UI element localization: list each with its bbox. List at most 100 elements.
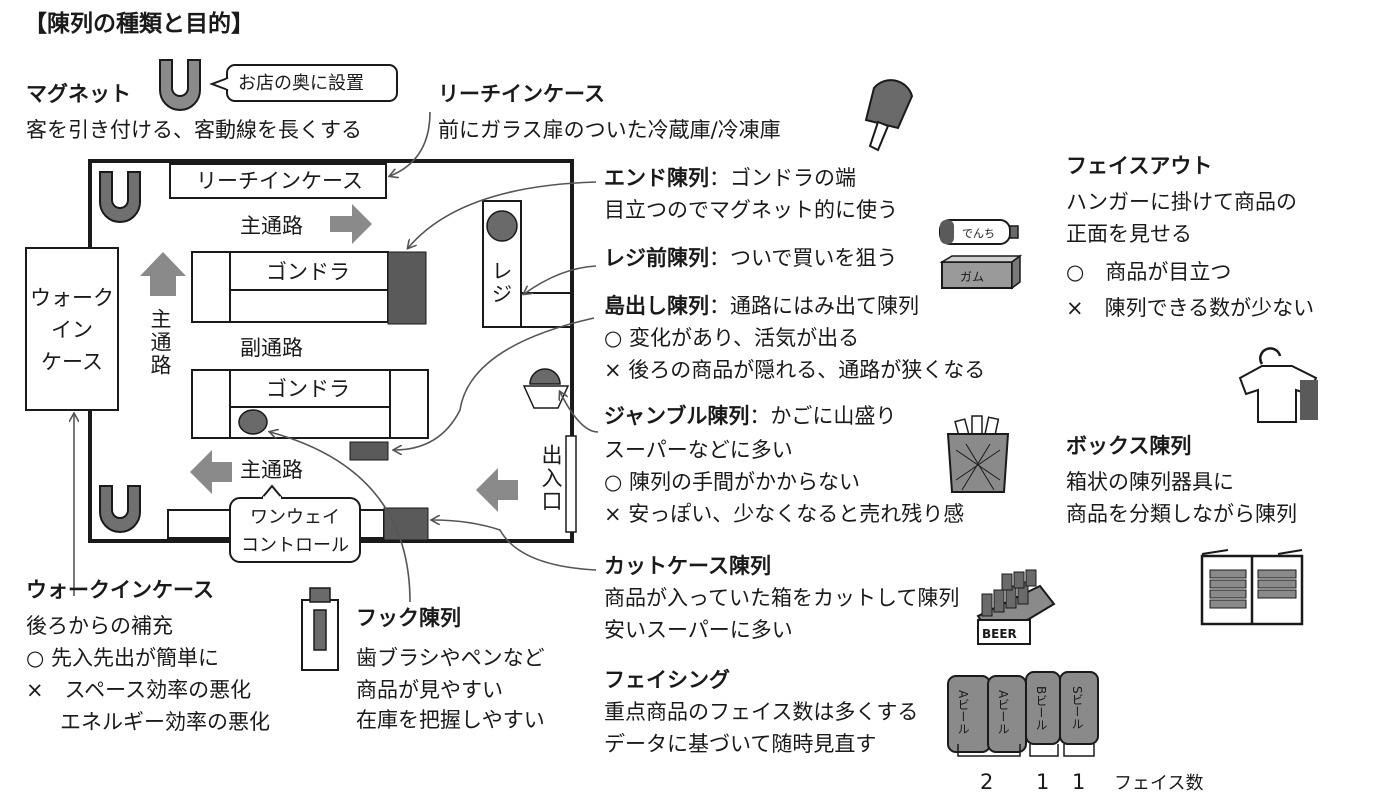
walkin-con-1: × スペース効率の悪化 xyxy=(26,678,252,702)
arrow-up-icon xyxy=(140,252,186,296)
svg-text:BEER: BEER xyxy=(982,627,1017,641)
oneway-bubble xyxy=(229,484,361,563)
jumble-pro: ○ 陳列の手間がかからない xyxy=(604,470,860,494)
main-aisle-bottom-label: 主通路 xyxy=(240,458,303,482)
hanger-shirt-icon xyxy=(1238,347,1318,423)
hook-desc-1: 歯ブラシやペンなど xyxy=(356,646,545,670)
walkin-heading: ウォークインケース xyxy=(26,578,214,602)
main-aisle-left-label: 主通路 xyxy=(148,308,172,377)
register-display-head-rest: ついで買いを狙う xyxy=(730,246,898,270)
facing-count-label: フェイス数 xyxy=(1114,773,1204,794)
magnet-desc: 客を引き付ける、客動線を長くする xyxy=(26,118,362,142)
jumble-colon: ： xyxy=(749,404,771,428)
sub-aisle-label: 副通路 xyxy=(240,336,303,360)
end-display-colon: ： xyxy=(709,166,730,190)
magnet-bubble xyxy=(209,64,398,102)
end-display-block xyxy=(387,251,427,325)
walkin-box-line-2: イン xyxy=(51,318,93,342)
magnet-bubble-text: お店の奥に設置 xyxy=(238,73,364,94)
facing-desc-2: データに基づいて随時見直す xyxy=(604,732,877,756)
end-display-heading: エンド陳列 xyxy=(604,166,709,190)
svg-text:でんち: でんち xyxy=(962,227,995,240)
walkin-pro: ○ 先入先出が簡単に xyxy=(26,646,219,670)
box-desc-2: 商品を分類しながら陳列 xyxy=(1066,502,1297,526)
facing-count-3: 1 xyxy=(1072,770,1086,794)
cutcase-desc-1: 商品が入っていた箱をカットして陳列 xyxy=(604,586,960,610)
island-con: × 後ろの商品が隠れる、通路が狭くなる xyxy=(604,358,986,382)
faceout-desc-1: ハンガーに掛けて商品の xyxy=(1066,190,1297,214)
reachin-desc: 前にガラス扉のついた冷蔵庫/冷凍庫 xyxy=(438,118,781,142)
magnet-icon xyxy=(99,171,141,223)
battery-icon: でんち xyxy=(939,219,1019,245)
gondola-1-label: ゴンドラ xyxy=(266,260,350,284)
pointer-reachin xyxy=(390,111,431,176)
pointer-jumble xyxy=(560,392,599,433)
reachin-case-box xyxy=(169,163,387,199)
facing-desc-1: 重点商品のフェイス数は多くする xyxy=(604,700,919,724)
jumble-con: × 安っぽい、少なくなると売れ残り感 xyxy=(604,502,965,526)
walkin-box-line-3: ケース xyxy=(41,350,103,374)
walkin-box-line-1: ウォーク xyxy=(30,286,114,310)
arrow-left-entrance-icon xyxy=(476,468,518,512)
gum-icon: ガム xyxy=(939,254,1023,290)
cutcase-desc-2: 安いスーパーに多い xyxy=(604,618,793,642)
beer-case-icon: BEER xyxy=(976,569,1056,645)
facing-cans-icon xyxy=(947,671,1099,757)
can-label-3: Bビール xyxy=(1034,686,1048,731)
end-display-desc: 目立つのでマグネット的に使う xyxy=(604,198,898,222)
island-pro: ○ 変化があり、活気が出る xyxy=(604,326,860,350)
can-label-4: Sビール xyxy=(1070,686,1084,730)
end-display-head-rest: ゴンドラの端 xyxy=(730,166,856,190)
walkin-con-2: エネルギー効率の悪化 xyxy=(60,710,270,734)
cutcase-heading: カットケース陳列 xyxy=(604,554,771,578)
popsicle-icon xyxy=(864,79,914,152)
hook-heading: フック陳列 xyxy=(356,606,461,630)
reachin-heading: リーチインケース xyxy=(438,82,605,106)
page-title: 【陳列の種類と目的】 xyxy=(24,11,254,37)
register-display-heading-row: レジ前陳列：ついで買いを狙う xyxy=(604,244,897,273)
faceout-con: × 陳列できる数が少ない xyxy=(1066,296,1315,320)
gondola-1 xyxy=(191,251,427,325)
entrance-door xyxy=(565,435,577,533)
reachin-case-label: リーチインケース xyxy=(196,169,363,193)
cutcase-display-block xyxy=(383,507,429,541)
magnet-icon xyxy=(159,59,201,111)
svg-text:ガム: ガム xyxy=(960,270,984,284)
box-heading: ボックス陳列 xyxy=(1066,434,1192,458)
hook-desc-2: 商品が見やすい xyxy=(356,678,503,702)
basket-icon xyxy=(946,415,1010,493)
facing-count-1: 2 xyxy=(980,770,994,794)
jumble-basket xyxy=(522,368,570,409)
box-shelf-icon xyxy=(1200,549,1304,626)
pointer-island xyxy=(394,317,595,450)
oneway-line-2: コントロール xyxy=(241,535,349,556)
main-aisle-top-label: 主通路 xyxy=(240,214,303,238)
arrow-left-icon xyxy=(190,450,232,494)
jumble-heading: ジャンブル陳列 xyxy=(604,404,750,428)
oneway-line-1: ワンウェイ xyxy=(250,507,340,528)
island-head-rest: 通路にはみ出て陳列 xyxy=(730,294,919,318)
box-desc-1: 箱状の陳列器具に xyxy=(1066,470,1234,494)
jumble-heading-row: ジャンブル陳列：かごに山盛り xyxy=(604,402,896,431)
register-label: レジ xyxy=(489,260,513,306)
register-counter xyxy=(482,200,571,328)
gondola-2-label: ゴンドラ xyxy=(266,377,350,401)
walkin-desc: 後ろからの補充 xyxy=(26,614,173,638)
register-display-colon: ： xyxy=(709,246,730,270)
pointer-end xyxy=(408,181,597,248)
can-label-2: Aビール xyxy=(996,690,1010,735)
walkin-case-box xyxy=(25,247,119,411)
hook-display-icon xyxy=(301,587,339,671)
jumble-desc: スーパーなどに多い xyxy=(604,438,793,462)
pointer-cutcase xyxy=(432,520,597,571)
island-heading-row: 島出し陳列：通路にはみ出て陳列 xyxy=(604,292,919,321)
entrance-label: 出入口 xyxy=(539,444,563,513)
faceout-desc-2: 正面を見せる xyxy=(1066,222,1192,246)
pointer-lines xyxy=(74,111,599,603)
island-colon: ： xyxy=(709,294,730,318)
pointer-register xyxy=(524,265,597,294)
jumble-head-rest: かごに山盛り xyxy=(770,404,897,428)
facing-count-2: 1 xyxy=(1036,770,1050,794)
